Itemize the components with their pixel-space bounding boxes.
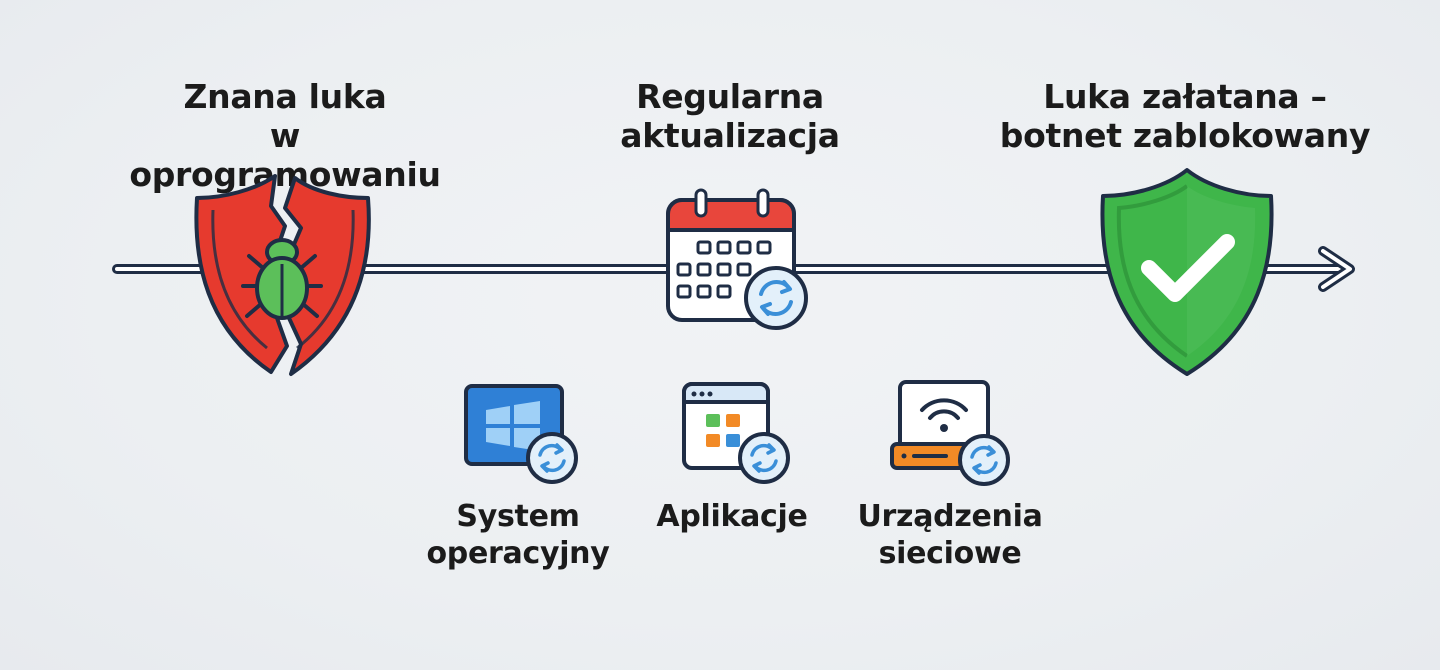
refresh-icon (958, 434, 1010, 486)
refresh-icon (744, 266, 808, 330)
refresh-icon (738, 432, 790, 484)
app-window-refresh-icon (682, 382, 790, 484)
stage-title-patched: Luka załatana – botnet zablokowany (999, 77, 1371, 155)
check-icon (1141, 234, 1235, 302)
stage-title-update: Regularna aktualizacja (620, 77, 840, 155)
shield-check-icon (1100, 168, 1274, 376)
calendar-refresh-icon (666, 188, 808, 330)
broken-shield-bug-icon (194, 174, 371, 376)
bug-icon (241, 238, 323, 320)
target-label-os: System operacyjny (426, 499, 610, 571)
router-refresh-icon (890, 380, 1010, 486)
refresh-icon (526, 432, 578, 484)
target-label-apps: Aplikacje (656, 499, 808, 534)
windows-refresh-icon (464, 384, 578, 484)
stage-title-vulnerability: Znana luka w oprogramowaniu (129, 77, 441, 194)
target-label-network: Urządzenia sieciowe (857, 499, 1043, 571)
